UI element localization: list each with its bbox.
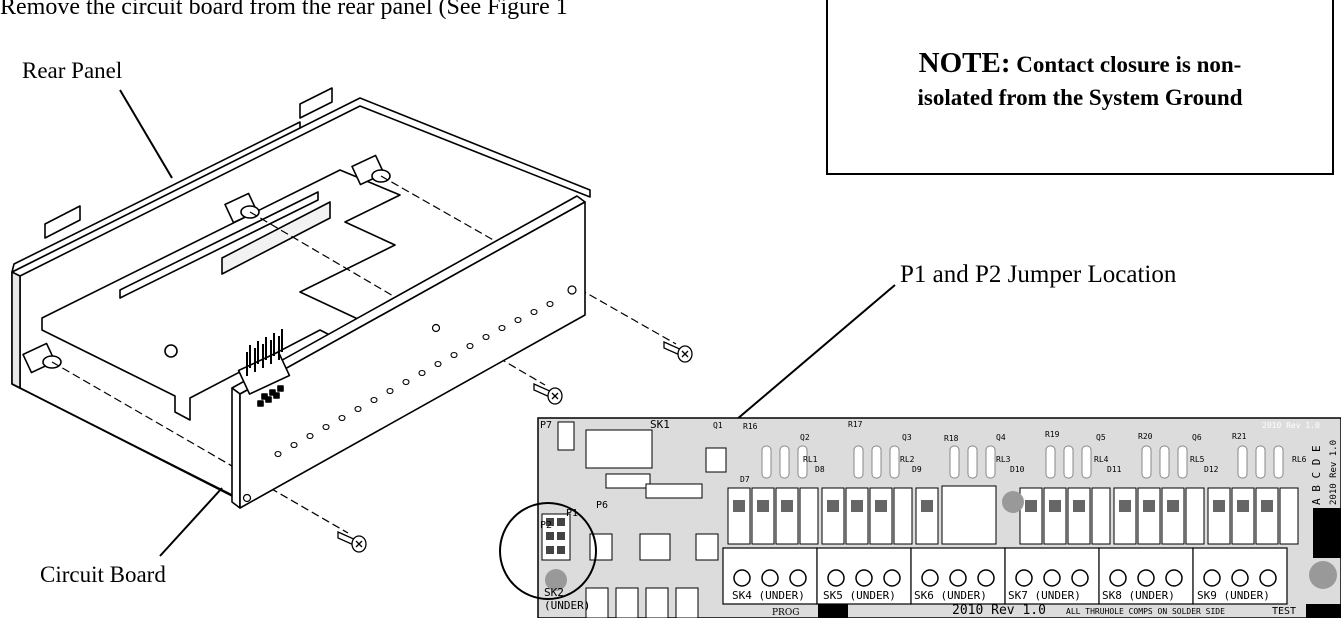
jumper-location-label: P1 and P2 Jumper Location: [900, 261, 1177, 288]
pcb-test: TEST: [1272, 606, 1296, 617]
pcb-label-p6: P6: [596, 500, 608, 511]
pcb-layout: P7 SK1 P2 P1 P6 SK2 (UNDER) R16 R17 R18 …: [499, 417, 1341, 618]
rear-panel-leader: [119, 89, 173, 179]
mount-hole-right: [1309, 561, 1337, 589]
pcb-side-letters: A B C D E: [1310, 445, 1323, 505]
pcb-d11: D11: [1107, 465, 1122, 474]
pcb-q6: Q6: [1192, 433, 1202, 442]
screw-2: [533, 382, 563, 405]
pcb-q1: Q1: [713, 421, 723, 430]
pcb-side-rev: 2010 Rev 1.0: [1329, 440, 1339, 505]
pcb-r20: R20: [1138, 432, 1153, 441]
pcb-r17: R17: [848, 420, 863, 429]
pcb-label-sk1: SK1: [650, 418, 670, 431]
pcb-solder-note: ALL THRUHOLE COMPS ON SOLDER SIDE: [1066, 607, 1225, 616]
pcb-q3: Q3: [902, 433, 912, 442]
pcb-d7: D7: [740, 475, 750, 484]
pcb-d9: D9: [912, 465, 922, 474]
led-holes: [274, 300, 554, 458]
pcb-sk6: SK6 (UNDER): [914, 589, 987, 602]
pcb-label-sk2-under: (UNDER): [544, 599, 590, 612]
circuit-board-leader: [159, 487, 223, 557]
pcb-rev-bottom: 2010 Rev 1.0: [952, 603, 1046, 618]
pin-header: [237, 329, 291, 407]
pcb-q4: Q4: [996, 433, 1006, 442]
rear-panel-label: Rear Panel: [22, 58, 123, 83]
rear-panel-drawing: [11, 87, 591, 501]
pcb-rl2: RL2: [900, 455, 915, 464]
note-text: NOTE: Contact closure is non- isolated f…: [828, 47, 1332, 114]
pcb-rl5: RL5: [1190, 455, 1205, 464]
circuit-board-drawing: [231, 195, 586, 509]
pcb-d8: D8: [815, 465, 825, 474]
pcb-sk7: SK7 (UNDER): [1008, 589, 1081, 602]
mount-hole-left: [545, 569, 567, 591]
pcb-label-p7: P7: [540, 420, 552, 431]
screws: [337, 340, 693, 553]
screw-1: [663, 340, 693, 363]
pcb-r18: R18: [944, 434, 959, 443]
pcb-rev-top: 2010 Rev 1.0: [1262, 421, 1320, 430]
pcb-r21: R21: [1232, 432, 1247, 441]
jumper-highlight-circle: [499, 502, 597, 600]
pcb-prog: PROG: [772, 608, 799, 618]
mount-hole-mid: [1002, 491, 1024, 513]
screw-3: [337, 530, 367, 553]
note-line-2: isolated from the System Ground: [917, 85, 1243, 110]
instruction-heading: Remove the circuit board from the rear p…: [0, 0, 568, 20]
pcb-sk8: SK8 (UNDER): [1102, 589, 1175, 602]
pcb-label-sk2: SK2: [544, 586, 564, 599]
pcb-sk5: SK5 (UNDER): [823, 589, 896, 602]
pcb-rl1: RL1: [803, 455, 818, 464]
note-label: NOTE:: [918, 47, 1011, 79]
pcb-rl3: RL3: [996, 455, 1011, 464]
pcb-d10: D10: [1010, 465, 1025, 474]
note-line-1: Contact closure is non-: [1016, 52, 1242, 77]
pcb-label-p2: P2: [540, 520, 552, 531]
pcb-d12: D12: [1204, 465, 1219, 474]
circuit-board-label: Circuit Board: [40, 562, 166, 587]
pcb-q5: Q5: [1096, 433, 1106, 442]
pcb-sk9: SK9 (UNDER): [1197, 589, 1270, 602]
pcb-r16: R16: [743, 422, 758, 431]
pcb-q2: Q2: [800, 433, 810, 442]
note-box: NOTE: Contact closure is non- isolated f…: [826, 0, 1334, 175]
pcb-sk4: SK4 (UNDER): [732, 589, 805, 602]
pcb-rl4: RL4: [1094, 455, 1109, 464]
pcb-label-p1: P1: [566, 508, 578, 519]
pcb-r19: R19: [1045, 430, 1060, 439]
pcb-rl6: RL6: [1292, 455, 1307, 464]
